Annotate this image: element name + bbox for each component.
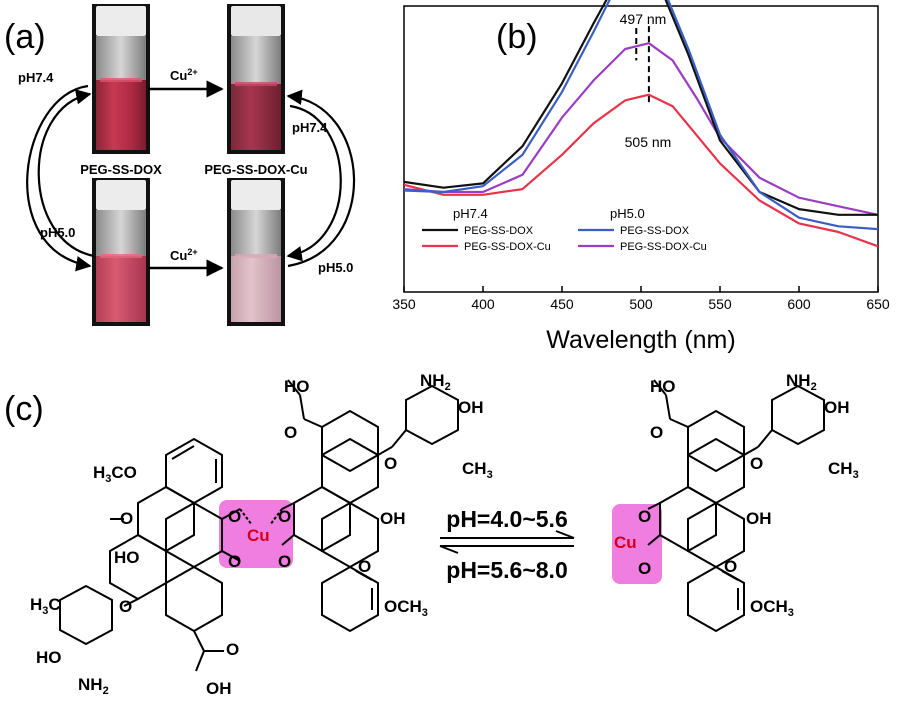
x-tick-label: 600 (787, 296, 811, 312)
svg-text:H3CO: H3CO (93, 463, 137, 485)
svg-text:O: O (284, 423, 297, 442)
series-line (403, 0, 879, 231)
legend-entry: PEG-SS-DOX-Cu (620, 241, 707, 253)
svg-text:O: O (750, 454, 763, 473)
x-axis-label: Wavelength (nm) (546, 326, 735, 354)
legend-entry: PEG-SS-DOX-Cu (464, 241, 551, 253)
equilibrium-arrows (439, 530, 575, 554)
svg-text:OCH3: OCH3 (384, 597, 428, 619)
svg-text:H3C: H3C (30, 595, 61, 617)
x-tick-label: 350 (392, 296, 416, 312)
legend-entry: PEG-SS-DOX (620, 225, 690, 237)
series-line (403, 93, 879, 248)
left-cycle-arrows (26, 84, 95, 272)
x-tick-label: 400 (471, 296, 495, 312)
svg-text:O: O (638, 559, 651, 578)
svg-text:NH2: NH2 (78, 675, 109, 697)
svg-text:OH: OH (458, 398, 484, 417)
cu-label-bottom: Cu2+ (170, 247, 198, 263)
vial-caption-left: PEG-SS-DOX (80, 162, 162, 177)
panel-a-label: (a) (4, 18, 46, 56)
vial-peg-ss-dox-cu-ph50 (227, 178, 285, 326)
left-ph50-label: pH5.0 (40, 225, 75, 240)
svg-text:OH: OH (746, 509, 772, 528)
svg-text:OH: OH (824, 398, 850, 417)
panel-b-label: (b) (496, 18, 538, 56)
svg-text:HO: HO (114, 548, 140, 567)
panel-c-label: (c) (4, 390, 44, 428)
series-line (403, 42, 879, 216)
svg-text:O: O (638, 507, 651, 526)
vial-peg-ss-dox-ph50 (92, 178, 150, 326)
svg-text:Cu: Cu (614, 533, 637, 552)
svg-text:CH3: CH3 (462, 459, 493, 481)
free-dox-structure: O O Cu OH O OCH3 O HO O NH2 OH CH3 (612, 371, 859, 633)
svg-text:O: O (278, 507, 291, 526)
vial-peg-ss-dox-ph74 (92, 4, 150, 154)
svg-text:HO: HO (284, 377, 310, 396)
svg-text:O: O (228, 552, 241, 571)
cu-highlight-box-complex (219, 500, 293, 568)
svg-text:O: O (650, 423, 663, 442)
svg-text:OCH3: OCH3 (750, 597, 794, 619)
legend-entry: PEG-SS-DOX (464, 225, 534, 237)
svg-text:O: O (120, 509, 133, 528)
svg-text:NH2: NH2 (420, 371, 451, 393)
svg-text:O: O (228, 507, 241, 526)
svg-text:CH3: CH3 (828, 459, 859, 481)
svg-text:O: O (724, 557, 737, 576)
x-tick-label: 450 (550, 296, 574, 312)
x-tick-label: 550 (708, 296, 732, 312)
equilibrium-reverse-condition: pH=5.6~8.0 (446, 557, 567, 583)
cu-highlight-box-free (612, 504, 662, 584)
chart-legend: PEG-SS-DOX PEG-SS-DOX-Cu PEG-SS-DOX PEG-SS-… (422, 225, 707, 253)
series-line (403, 0, 878, 216)
cu-label-top: Cu2+ (170, 67, 198, 83)
svg-text:O: O (278, 552, 291, 571)
svg-text:OH: OH (380, 509, 406, 528)
right-ph50-label: pH5.0 (318, 260, 353, 275)
svg-text:O: O (119, 597, 132, 616)
svg-text:HO: HO (650, 377, 676, 396)
svg-text:O: O (358, 557, 371, 576)
legend-group-ph74: pH7.4 (453, 206, 488, 221)
equilibrium-forward-condition: pH=4.0~5.6 (446, 506, 567, 532)
x-tick-label: 650 (866, 296, 890, 312)
annotation-505nm: 505 nm (625, 134, 672, 150)
vial-peg-ss-dox-cu-ph74 (227, 4, 285, 154)
annotation-497nm: 497 nm (620, 11, 667, 27)
svg-text:O: O (226, 640, 239, 659)
svg-text:NH2: NH2 (786, 371, 817, 393)
svg-text:OH: OH (206, 679, 232, 698)
complex-structure: H3CO O HO O H3C HO NH2 O OH O O O O Cu O… (30, 371, 493, 698)
svg-text:HO: HO (36, 648, 62, 667)
right-ph74-label: pH7.4 (292, 120, 328, 135)
legend-group-ph50: pH5.0 (610, 206, 645, 221)
svg-text:O: O (384, 454, 397, 473)
left-ph74-label: pH7.4 (18, 70, 54, 85)
right-cycle-arrows (286, 89, 356, 268)
vial-caption-right: PEG-SS-DOX-Cu (204, 162, 307, 177)
x-tick-label: 500 (629, 296, 653, 312)
svg-text:Cu: Cu (247, 526, 270, 545)
